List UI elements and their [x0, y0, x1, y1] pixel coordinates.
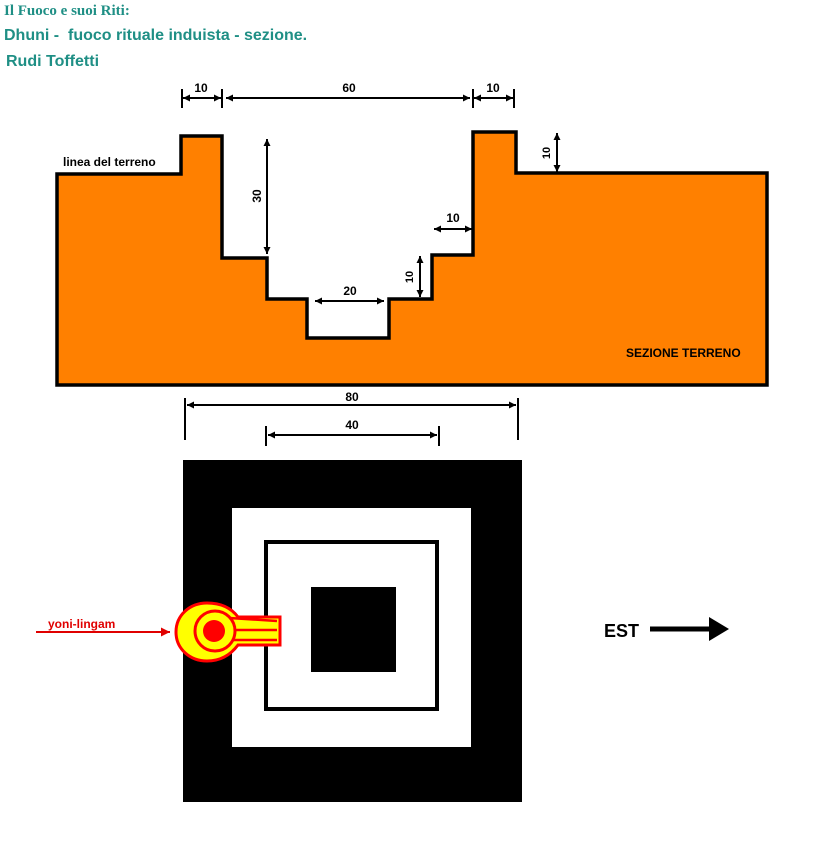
- title: Il Fuoco e suoi Riti:: [4, 3, 130, 19]
- ground-section: [55, 130, 769, 387]
- east-arrow-head: [709, 617, 729, 641]
- ground-line-label: linea del terreno: [63, 155, 156, 169]
- dim-label-step-height: 10: [541, 147, 553, 159]
- dim-label-pit-width: 60: [342, 81, 356, 95]
- dim-label-pit-depth: 30: [250, 189, 264, 203]
- author: Rudi Toffetti: [6, 53, 100, 70]
- dim-label-outer-width: 80: [345, 390, 359, 404]
- east-label: EST: [604, 621, 639, 641]
- subtitle: Dhuni - fuoco rituale induista - sezione…: [4, 27, 308, 44]
- dim-label-ledge-width: 10: [446, 211, 460, 225]
- dimension-outer-width: 80: [184, 390, 519, 440]
- fire-pit-square: [311, 587, 396, 672]
- yoni-lingam-symbol: [174, 601, 282, 663]
- dim-label-bottom-width: 20: [343, 284, 357, 298]
- dimension-left-step: 10: [181, 81, 223, 108]
- dimension-right-step: 10: [472, 81, 515, 108]
- dim-label-ledge-height: 10: [404, 271, 416, 283]
- dim-label-inner-width: 40: [345, 418, 359, 432]
- plan-view: [183, 460, 522, 802]
- yoni-lingam-label: yoni-lingam: [48, 617, 115, 631]
- dimension-ledge-width: 10: [434, 211, 472, 233]
- dimension-pit-depth: 30: [250, 139, 271, 254]
- dim-label-left-step: 10: [194, 81, 208, 95]
- dimension-ledge-height: 10: [404, 256, 424, 297]
- dimension-step-height: 10: [541, 133, 561, 172]
- section-label: SEZIONE TERRENO: [626, 346, 741, 360]
- dimension-bottom-width: 20: [315, 284, 384, 305]
- dimension-inner-width: 40: [265, 418, 440, 446]
- dimension-pit-width: 60: [226, 81, 470, 102]
- dim-label-right-step: 10: [486, 81, 500, 95]
